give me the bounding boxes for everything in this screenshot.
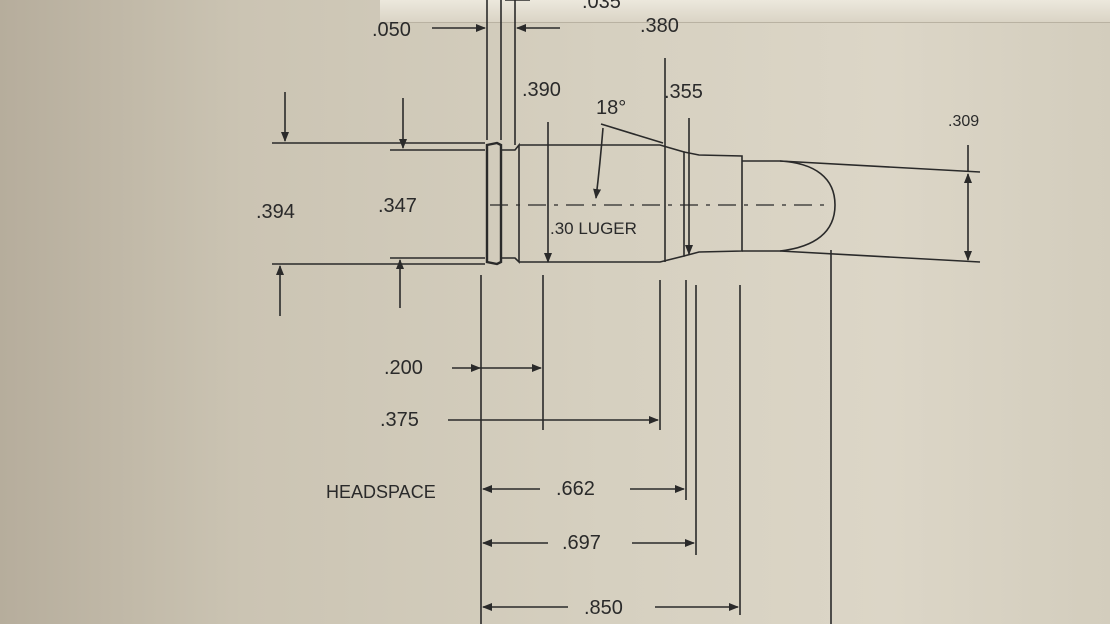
groove-diameter-label: .347 bbox=[378, 195, 417, 217]
case-name-label: .30 LUGER bbox=[550, 219, 637, 238]
base-to-shoulder-label: .375 bbox=[380, 409, 419, 431]
bullet-bottom-extension bbox=[779, 250, 981, 263]
shoulder-diameter-label: .380 bbox=[640, 15, 679, 37]
shoulder-angle-arc bbox=[593, 127, 604, 199]
neck-diameter-label: .355 bbox=[664, 81, 703, 103]
bullet-outline bbox=[742, 160, 836, 252]
shoulder-angle-label: 18° bbox=[596, 97, 627, 119]
rim-diameter-label: .394 bbox=[256, 201, 295, 223]
overall-length-label: .850 bbox=[584, 597, 623, 619]
groove-to-body-label: .200 bbox=[384, 357, 423, 379]
groove-outline bbox=[501, 142, 520, 264]
case-neck-outline bbox=[683, 151, 743, 257]
paper-fold bbox=[380, 0, 1110, 23]
headspace-label: .662 bbox=[556, 478, 595, 500]
extractor-groove-label: .035 bbox=[582, 0, 621, 13]
headspace-title: HEADSPACE bbox=[326, 482, 436, 502]
bullet-diameter-label: .309 bbox=[948, 113, 980, 130]
bullet-top-extension bbox=[779, 160, 981, 173]
case-length-label: .697 bbox=[562, 532, 601, 554]
base-diameter-label: .390 bbox=[522, 79, 561, 101]
rim-outline bbox=[485, 141, 503, 266]
shoulder-angle-leader bbox=[600, 123, 664, 144]
case-body-outline bbox=[519, 144, 685, 263]
rim-thickness-label: .050 bbox=[372, 19, 411, 41]
